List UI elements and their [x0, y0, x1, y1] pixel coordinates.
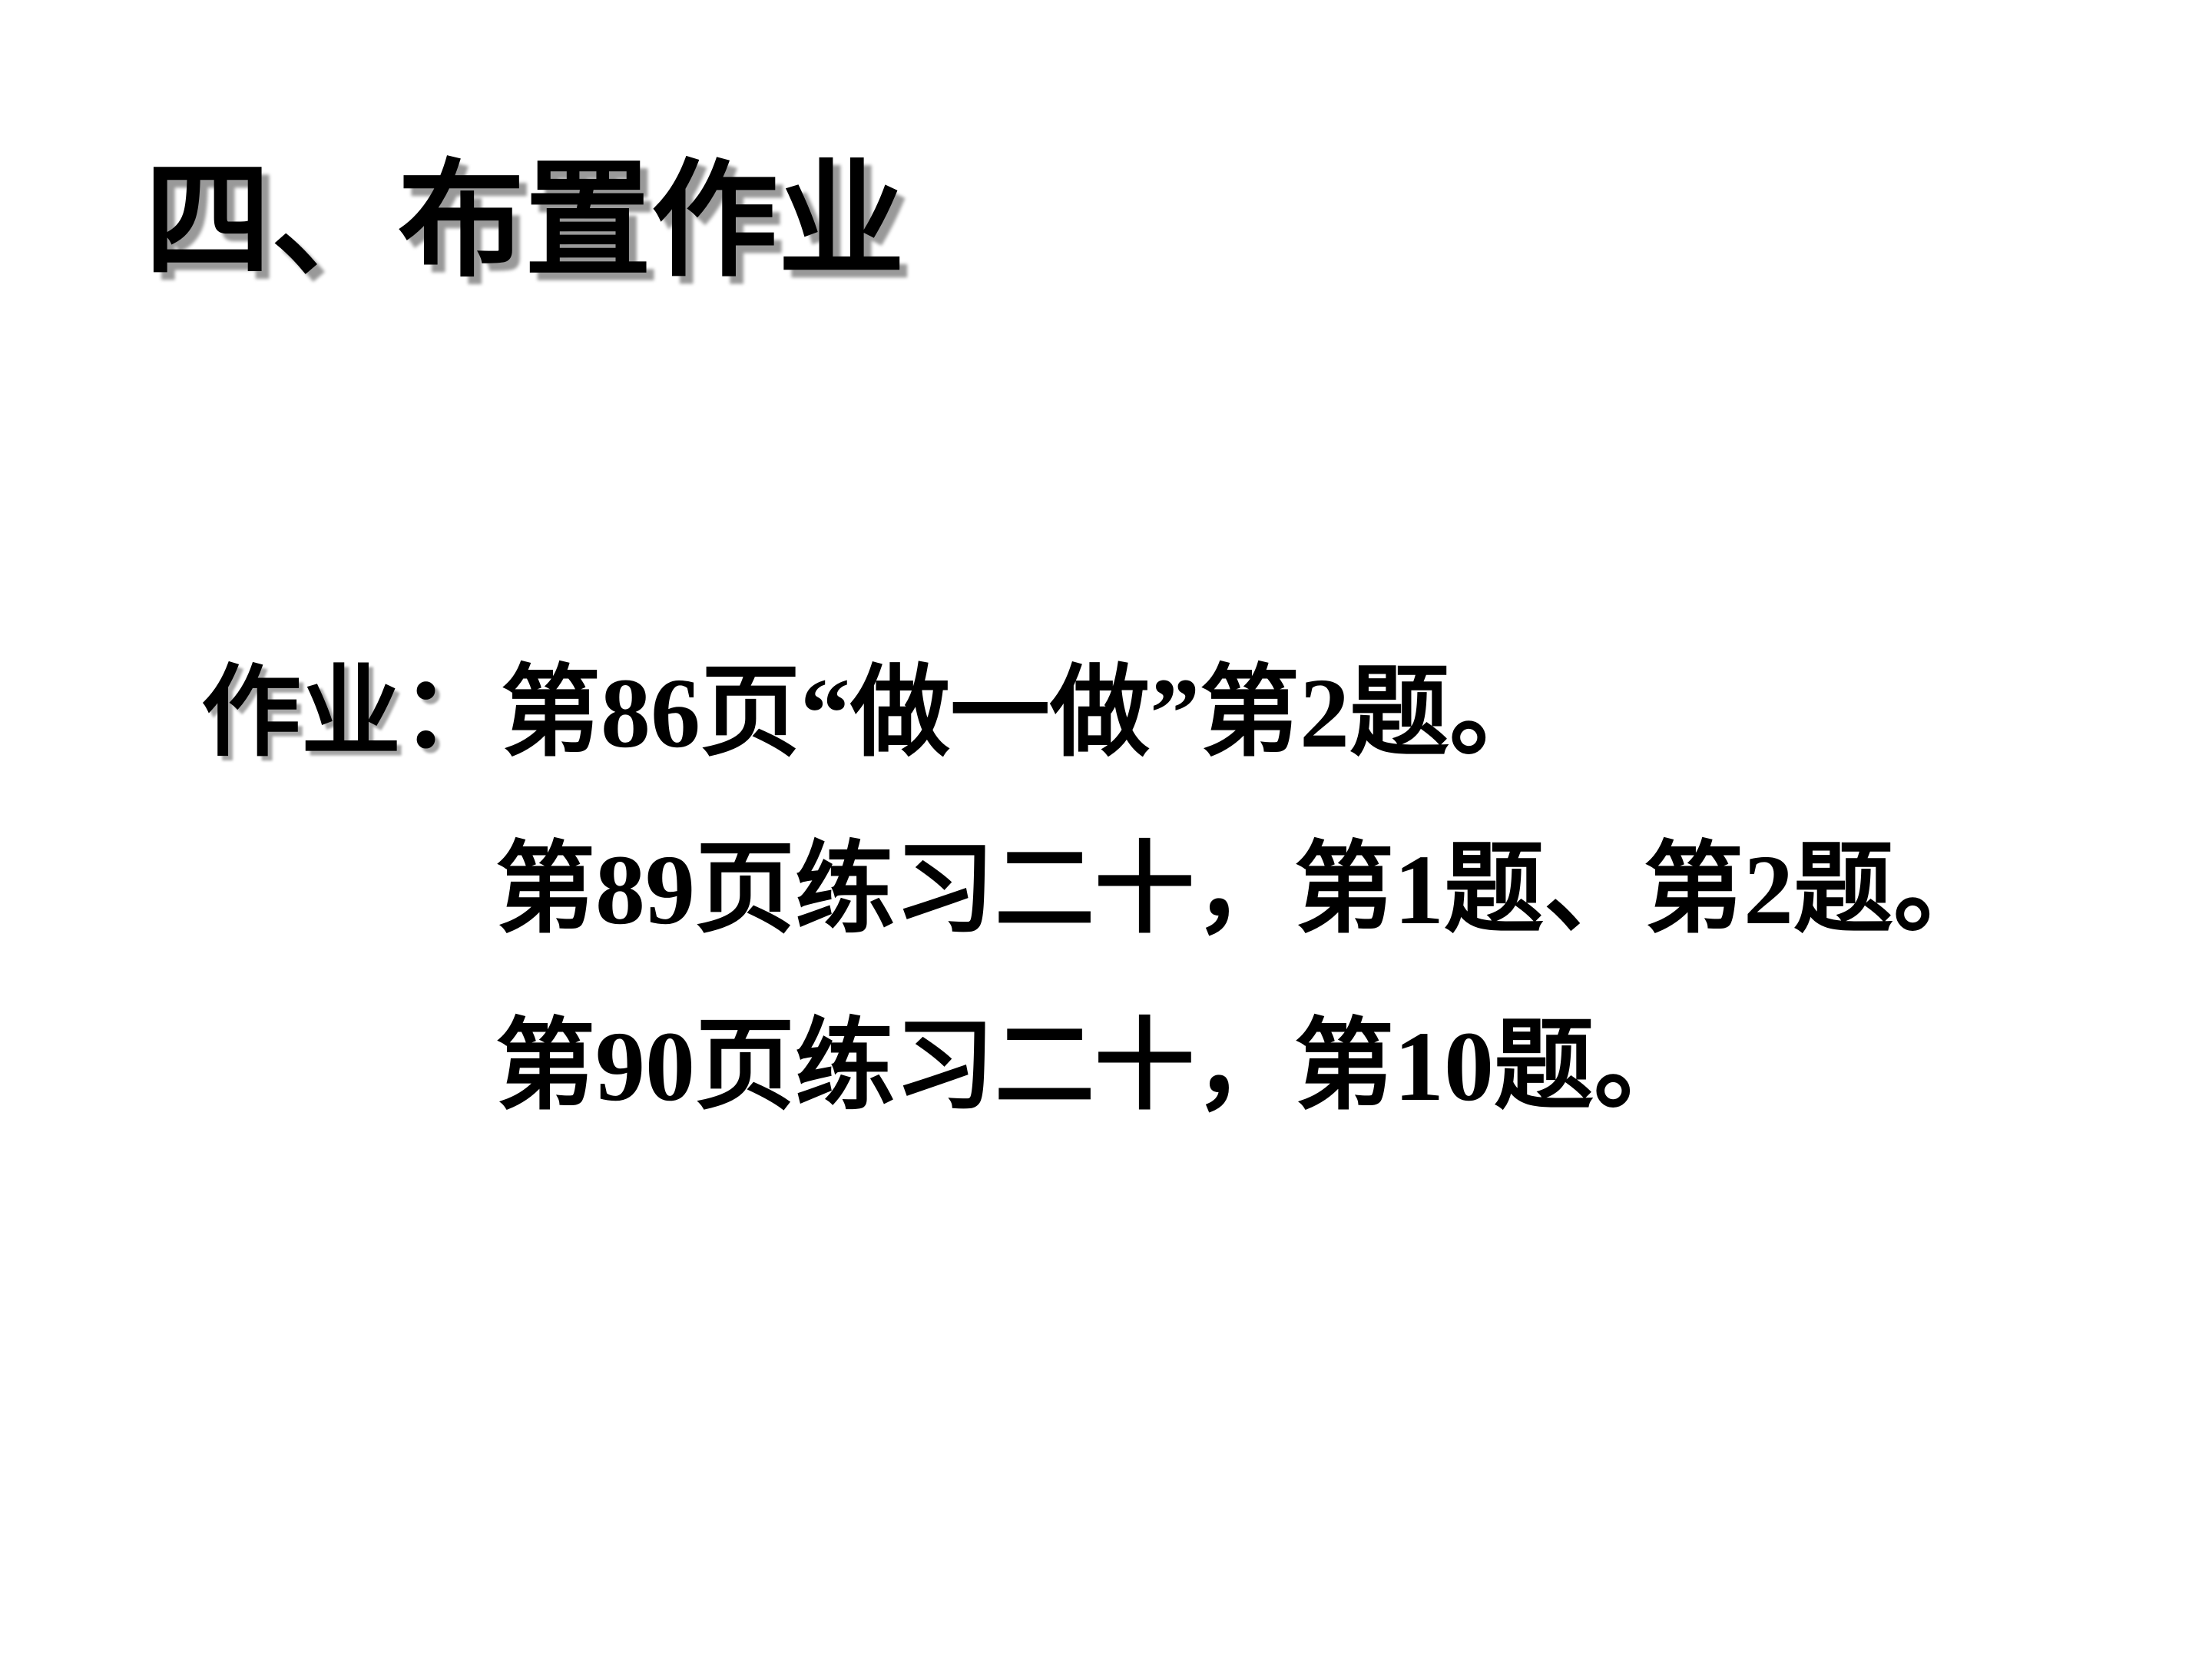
homework-line-1: 作业：第86页“做一做”第2题。: [201, 625, 1993, 802]
homework-line-1-text: 第86页“做一做”第2题。: [501, 658, 1550, 769]
homework-line-3: 第90页练习二十，第10题。: [495, 1012, 1694, 1122]
slide-title: 四、布置作业: [144, 151, 905, 292]
homework-body: 作业：第86页“做一做”第2题。 第89页练习二十，第1题、第2题。 第90页练…: [201, 625, 1993, 1155]
homework-line-2: 第89页练习二十，第1题、第2题。: [495, 835, 1994, 945]
homework-label: 作业：: [201, 658, 502, 769]
